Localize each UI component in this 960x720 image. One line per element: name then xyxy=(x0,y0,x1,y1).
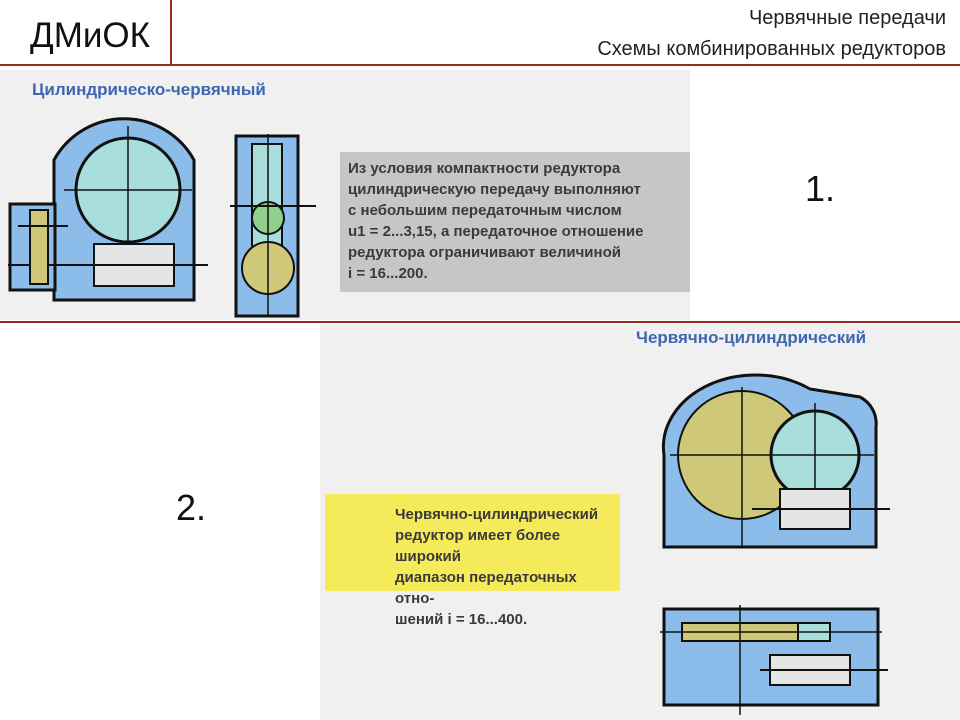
slide1-note-line: u1 = 2...3,15, а передаточное отношение xyxy=(348,223,644,240)
slide1-note-line: i = 16...200. xyxy=(348,265,428,282)
slide2-number: 2. xyxy=(176,487,207,528)
slide2-note-line: шений i = 16...400. xyxy=(395,611,528,628)
cylindrical-worm-reducer-front-view xyxy=(8,117,208,302)
slide1-title: Цилиндрическо-червячный xyxy=(32,80,266,99)
logo: ДМиОК xyxy=(0,0,172,66)
slide2-title: Червячно-цилиндрический xyxy=(636,328,867,347)
slide1-note-line: редуктора ограничивают величиной xyxy=(348,244,621,261)
slide2-note: Червячно-цилиндрический редуктор имеет б… xyxy=(325,494,620,628)
worm-cylindrical-reducer-front-view xyxy=(661,373,890,549)
worm-cylindrical-reducer-top-view xyxy=(660,605,888,715)
slide1-note-line: с небольшим передаточным числом xyxy=(348,202,622,219)
slide1-note-line: Из условия компактности редуктора xyxy=(348,160,621,177)
page-title: Червячные передачи xyxy=(748,7,946,29)
cylindrical-worm-reducer-side-view xyxy=(230,134,316,318)
slide2-note-line: диапазон передаточных отно- xyxy=(395,569,577,607)
slide1-number: 1. xyxy=(805,168,836,209)
slide1-note: Из условия компактности редуктора цилинд… xyxy=(340,152,690,292)
slide2-note-line: Червячно-цилиндрический xyxy=(395,506,599,523)
slide1-note-line: цилиндрическую передачу выполняют xyxy=(348,181,641,198)
slide2-note-line: редуктор имеет более широкий xyxy=(395,527,561,565)
logo-text: ДМиОК xyxy=(30,16,151,55)
page-subtitle: Схемы комбинированных редукторов xyxy=(597,38,946,60)
section-divider xyxy=(0,321,960,323)
header-divider xyxy=(0,64,960,66)
